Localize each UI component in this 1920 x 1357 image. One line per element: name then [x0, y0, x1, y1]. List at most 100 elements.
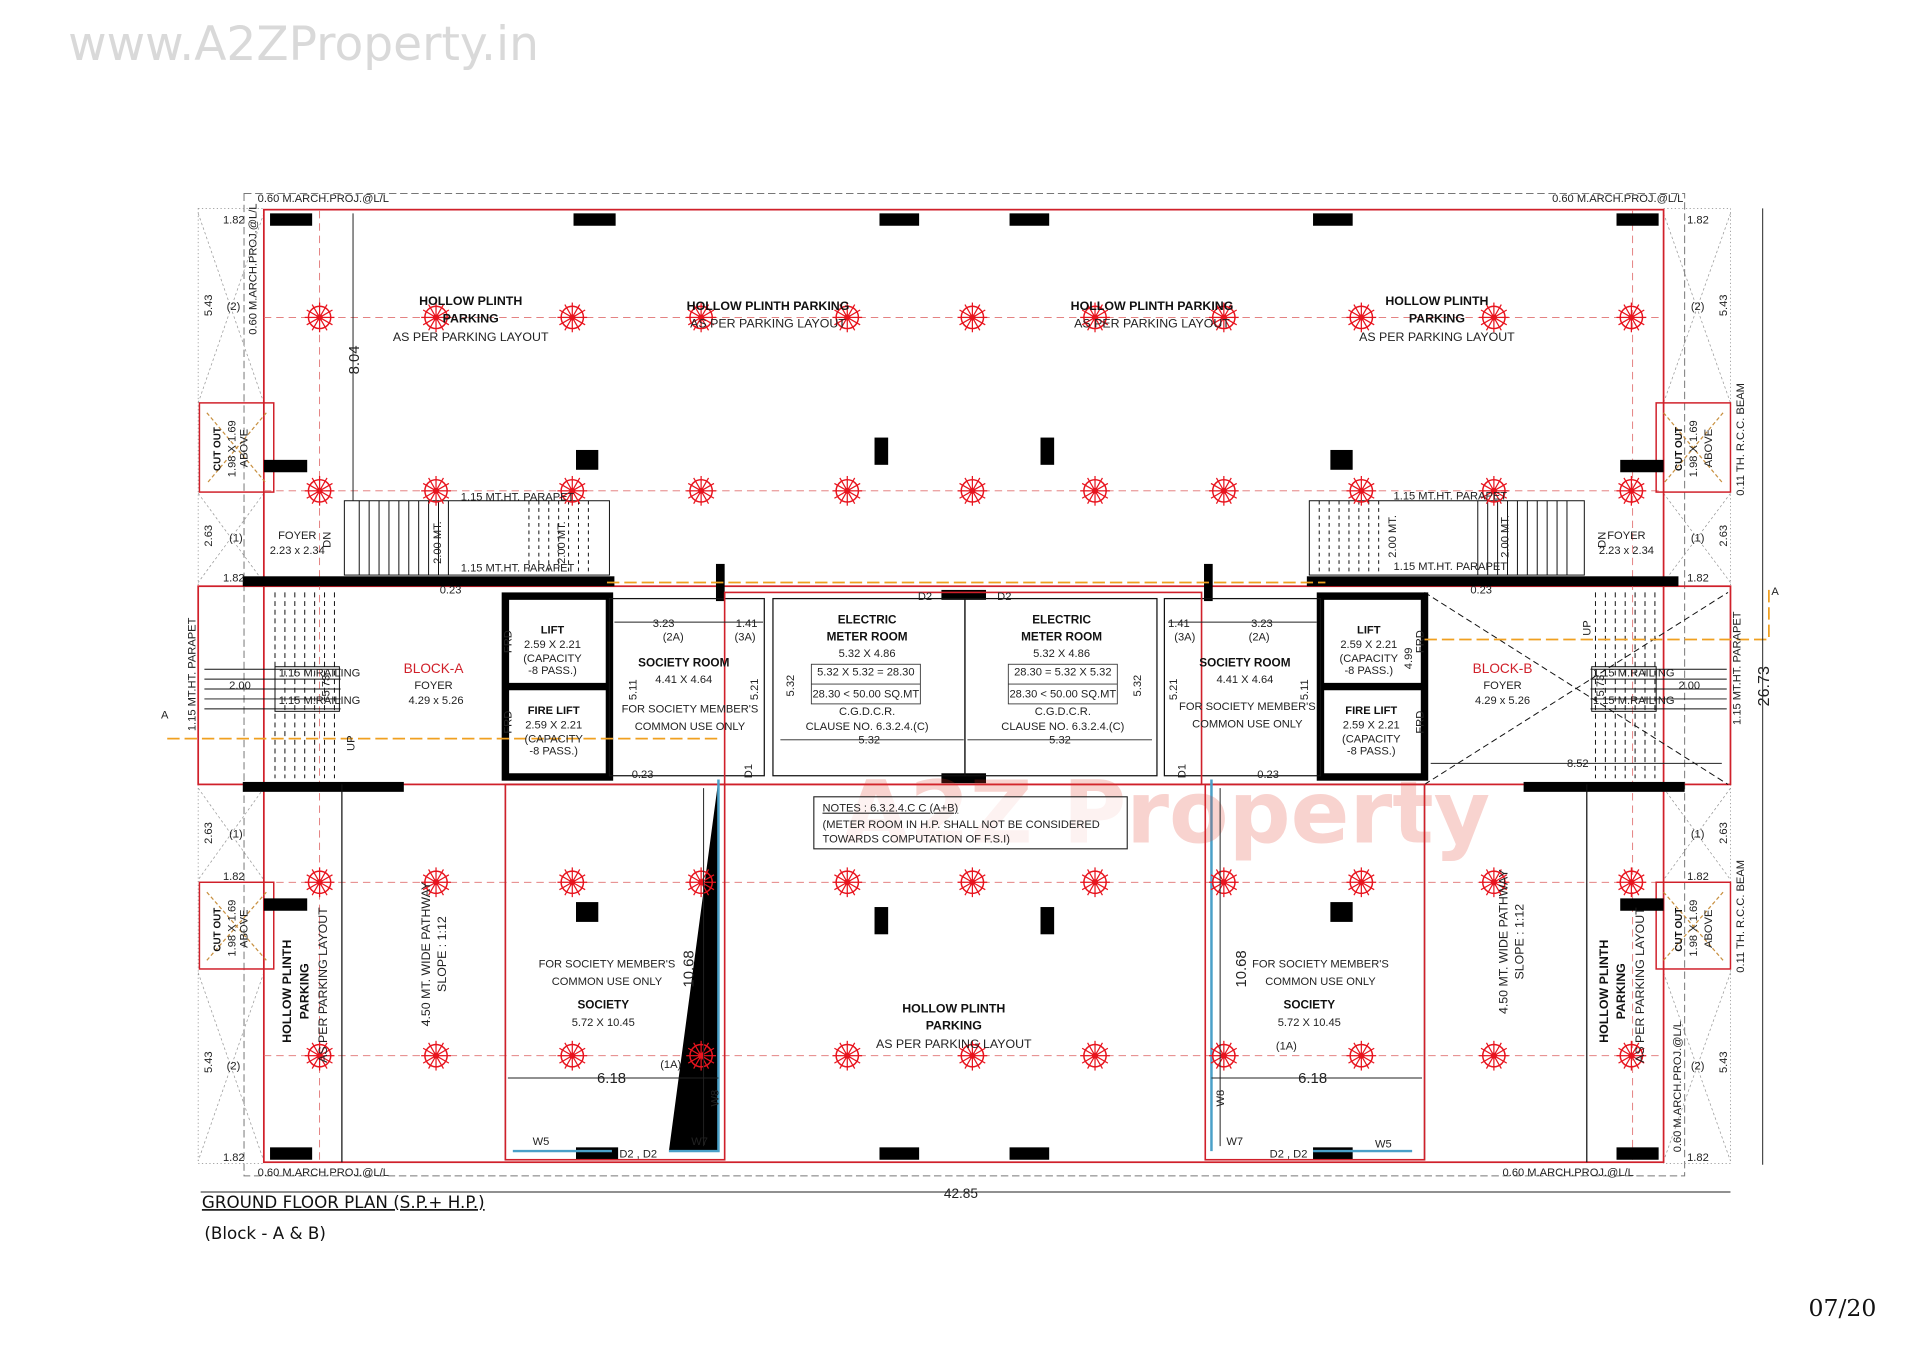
column-marker-icon [1080, 867, 1110, 898]
drawing-subtitle: (Block - A & B) [204, 1223, 325, 1243]
svg-text:0.23: 0.23 [632, 769, 654, 781]
society-a-label: SOCIETY [577, 999, 629, 1012]
annotation-labels: 0.60 M.ARCH.PROJ.@L/L 0.60 M.ARCH.PROJ.@… [187, 193, 1747, 1179]
svg-text:1.41: 1.41 [736, 618, 758, 630]
svg-text:1.15 MT.HT. PARAPET: 1.15 MT.HT. PARAPET [461, 562, 575, 574]
svg-text:0.60 M.ARCH.PROJ.@L/L: 0.60 M.ARCH.PROJ.@L/L [258, 193, 389, 205]
parking-label: HOLLOW PLINTH [902, 1001, 1005, 1015]
svg-text:D2: D2 [918, 591, 932, 603]
svg-text:1.15 MT.HT. PARAPET: 1.15 MT.HT. PARAPET [1394, 561, 1508, 573]
dimension-values: 42.85 26.73 8.04 10.68 10.68 6.18 6.18 3… [203, 214, 1773, 1201]
lift-b-label: LIFT [1357, 624, 1381, 636]
svg-text:ABOVE: ABOVE [1703, 910, 1715, 948]
column-marker-icon [832, 1040, 863, 1071]
svg-text:1.15 MT.HT. PARAPET: 1.15 MT.HT. PARAPET [187, 617, 199, 731]
svg-text:AS PER PARKING LAYOUT: AS PER PARKING LAYOUT [1633, 907, 1647, 1063]
svg-text:(2A): (2A) [663, 632, 684, 644]
svg-text:-8 PASS.): -8 PASS.) [529, 746, 578, 758]
parking-label: HOLLOW PLINTH PARKING [687, 299, 850, 313]
lift-a-label: LIFT [541, 624, 565, 636]
svg-text:2.63: 2.63 [203, 822, 215, 844]
svg-text:4.41 X 4.64: 4.41 X 4.64 [1216, 674, 1273, 686]
svg-text:FOYER: FOYER [278, 530, 316, 542]
svg-text:0.60 M.ARCH.PROJ.@L/L: 0.60 M.ARCH.PROJ.@L/L [1672, 1021, 1684, 1152]
svg-text:COMMON USE ONLY: COMMON USE ONLY [635, 721, 746, 733]
svg-text:(1): (1) [1691, 533, 1705, 545]
svg-text:2.63: 2.63 [1718, 822, 1730, 844]
svg-text:AS PER PARKING LAYOUT: AS PER PARKING LAYOUT [393, 330, 549, 344]
block-b-label: BLOCK-B [1473, 661, 1533, 676]
column-marker-icon [957, 1040, 988, 1071]
svg-text:5.43: 5.43 [203, 1051, 215, 1073]
column-marker-icon [832, 302, 863, 333]
rcc-columns [242, 213, 1685, 1160]
svg-text:(2): (2) [1691, 301, 1705, 313]
cutout-top-left: CUT OUT 1.98 X 1.69 ABOVE [198, 402, 275, 493]
column-marker-icon [1346, 1040, 1377, 1071]
svg-text:FOR SOCIETY MEMBER'S: FOR SOCIETY MEMBER'S [622, 704, 759, 716]
column-marker-icon [304, 302, 335, 333]
meter-room-b-label: ELECTRIC [1032, 613, 1091, 626]
svg-text:1.82: 1.82 [1687, 572, 1709, 584]
svg-text:C.G.D.C.R.: C.G.D.C.R. [1035, 706, 1091, 718]
svg-text:AS PER PARKING LAYOUT: AS PER PARKING LAYOUT [1359, 330, 1515, 344]
svg-text:1.15 MT.HT. PARAPET: 1.15 MT.HT. PARAPET [1731, 611, 1743, 725]
column-marker-icon [1080, 1040, 1110, 1071]
fire-lift-a-label: FIRE LIFT [528, 705, 580, 717]
svg-text:(CAPACITY: (CAPACITY [524, 733, 583, 745]
svg-text:2.00 MT.: 2.00 MT. [432, 521, 444, 564]
room-labels: BLOCK-A FOYER 4.29 x 5.26 BLOCK-B FOYER … [270, 530, 1654, 1029]
svg-text:4.41 X 4.64: 4.41 X 4.64 [655, 674, 712, 686]
column-marker-icon [421, 475, 451, 506]
right-side-margin [1663, 207, 1731, 1164]
svg-text:5.32: 5.32 [1049, 735, 1071, 747]
section-mark-right: A [1771, 586, 1779, 598]
overall-depth-dim: 26.73 [1755, 666, 1773, 706]
svg-text:PARKING: PARKING [297, 963, 311, 1019]
svg-text:FOR SOCIETY MEMBER'S: FOR SOCIETY MEMBER'S [539, 959, 676, 971]
svg-text:5.73: 5.73 [1595, 675, 1607, 697]
svg-text:SLOPE : 1:12: SLOPE : 1:12 [435, 916, 449, 992]
svg-text:5.43: 5.43 [1718, 1051, 1730, 1073]
svg-text:6.18: 6.18 [597, 1071, 626, 1087]
svg-text:1.98 X 1.69: 1.98 X 1.69 [226, 420, 238, 477]
notes-line-2: TOWARDS COMPUTATION OF F.S.I) [823, 834, 1011, 846]
svg-text:1.82: 1.82 [223, 871, 245, 883]
column-marker-icon [421, 302, 451, 333]
column-marker-icon [304, 1040, 335, 1071]
svg-text:FOYER: FOYER [414, 680, 452, 692]
column-marker-icon [1080, 475, 1110, 506]
svg-text:FOYER: FOYER [1483, 680, 1521, 692]
column-marker-icon [304, 867, 335, 898]
svg-text:FRD: FRD [1414, 711, 1426, 734]
svg-text:CUT OUT: CUT OUT [1674, 908, 1685, 952]
plot-outline [262, 208, 1665, 1164]
section-line-a [167, 581, 1770, 740]
column-marker-icon [1479, 867, 1509, 898]
svg-text:2.00: 2.00 [229, 680, 251, 692]
svg-text:1.82: 1.82 [223, 214, 245, 226]
column-marker-icon [1479, 1040, 1509, 1071]
svg-text:(CAPACITY: (CAPACITY [523, 653, 582, 665]
svg-text:-8 PASS.): -8 PASS.) [1344, 665, 1393, 677]
parking-labels-top: HOLLOW PLINTH PARKING AS PER PARKING LAY… [393, 294, 1515, 1051]
svg-text:(2A): (2A) [1249, 632, 1270, 644]
column-marker-icon [557, 475, 588, 506]
svg-text:10.68: 10.68 [1234, 950, 1250, 987]
parking-label: HOLLOW PLINTH [1385, 294, 1488, 308]
svg-text:FOR SOCIETY MEMBER'S: FOR SOCIETY MEMBER'S [1179, 701, 1316, 713]
svg-text:0.23: 0.23 [440, 585, 462, 597]
column-marker-icon [957, 302, 988, 333]
svg-text:1.98 X 1.69: 1.98 X 1.69 [1688, 900, 1700, 957]
windows [512, 779, 1413, 1153]
svg-text:0.60 M.ARCH.PROJ.@L/L: 0.60 M.ARCH.PROJ.@L/L [247, 204, 259, 335]
svg-text:1.98 X 1.69: 1.98 X 1.69 [1688, 420, 1700, 477]
stair-block-b [1424, 591, 1729, 785]
column-marker-icon [1208, 867, 1239, 898]
svg-text:AS PER PARKING LAYOUT: AS PER PARKING LAYOUT [876, 1037, 1032, 1051]
fire-lift-b-label: FIRE LIFT [1345, 705, 1397, 717]
column-marker-icon [421, 1040, 451, 1071]
svg-text:PARKING: PARKING [443, 311, 499, 325]
svg-text:5.21: 5.21 [749, 679, 761, 701]
svg-text:CUT OUT: CUT OUT [212, 427, 223, 471]
